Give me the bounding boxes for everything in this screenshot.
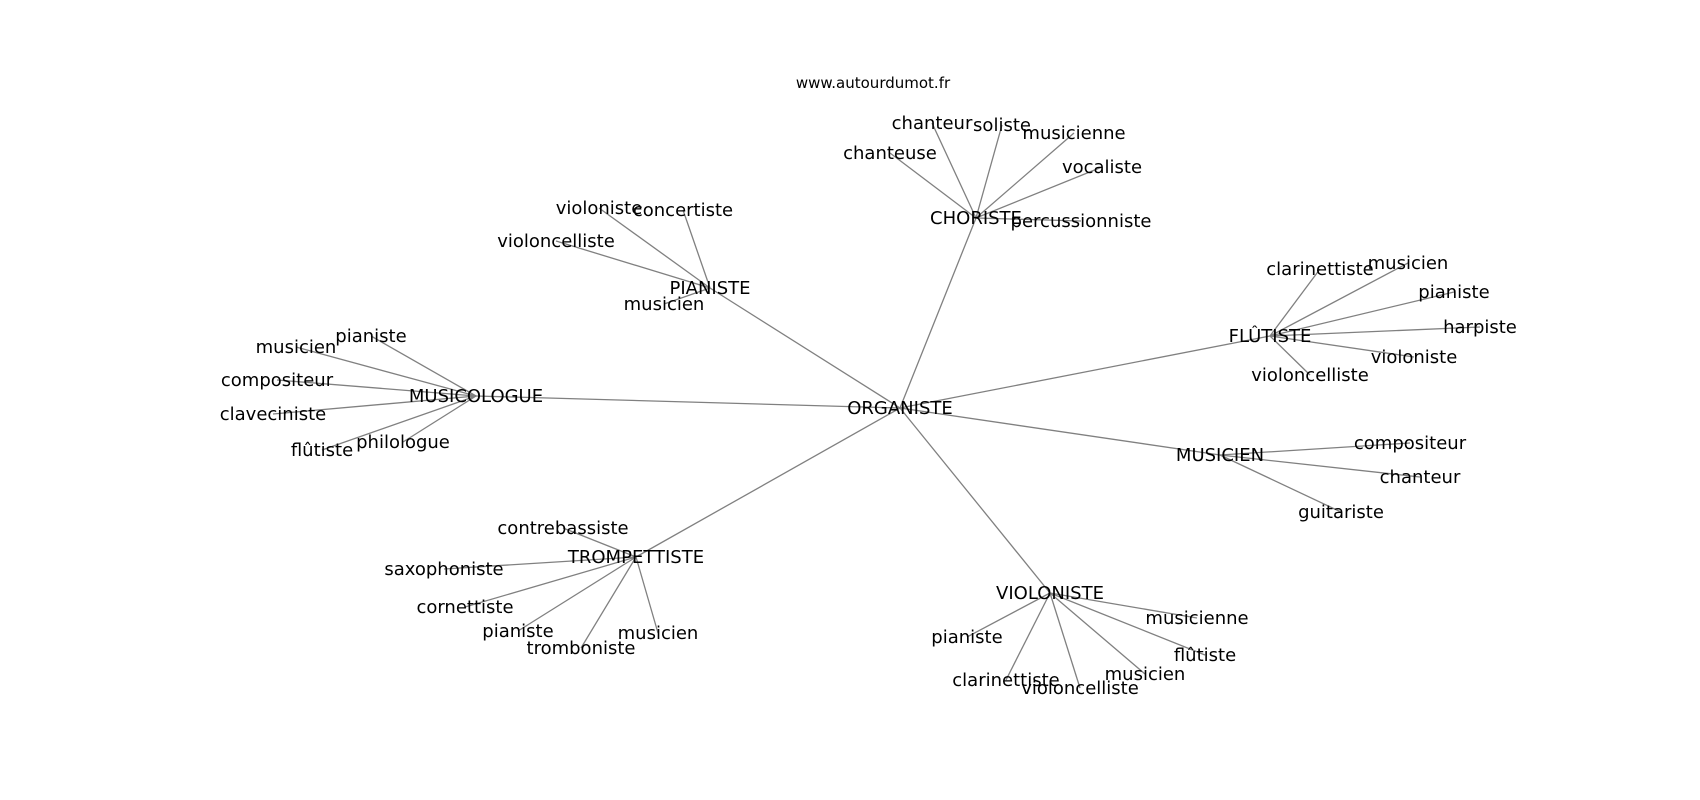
leaf-node-label[interactable]: compositeur [221, 370, 334, 391]
leaf-node-label[interactable]: pianiste [335, 326, 406, 347]
leaf-node-label[interactable]: flûtiste [1174, 645, 1236, 666]
edge-center-hub [899, 335, 1271, 409]
edge-hub-leaf [975, 166, 1103, 219]
leaf-node-label[interactable]: violoncelliste [497, 231, 615, 252]
leaf-node-label[interactable]: musicien [256, 337, 337, 358]
hub-node-label[interactable]: PIANISTE [669, 278, 750, 299]
center-node-label[interactable]: ORGANISTE [847, 398, 953, 419]
edge-hub-leaf [295, 346, 477, 397]
leaf-node-label[interactable]: clarinettiste [1266, 259, 1373, 280]
edge-hub-leaf [276, 379, 477, 397]
edge-hub-leaf [1049, 592, 1206, 656]
leaf-node-label[interactable]: chanteur [1380, 467, 1461, 488]
leaf-node-label[interactable]: guitariste [1298, 502, 1384, 523]
edge-hub-leaf [1219, 442, 1411, 456]
leaf-node-label[interactable]: musicienne [1145, 608, 1248, 629]
edge-hub-leaf [562, 527, 637, 558]
edge-hub-leaf [889, 152, 977, 219]
hub-node-label[interactable]: TROMPETTISTE [567, 547, 704, 568]
leaf-node-label[interactable]: percussionniste [1011, 211, 1152, 232]
hub-node-label[interactable]: VIOLONISTE [996, 583, 1104, 604]
edge-hub-leaf [1269, 335, 1311, 376]
edge-hub-leaf [517, 556, 637, 632]
leaf-node-label[interactable]: harpiste [1443, 317, 1517, 338]
leaf-node-label[interactable]: vocaliste [1062, 157, 1142, 178]
edge-hub-leaf [1049, 592, 1081, 689]
edge-hub-leaf [1269, 268, 1321, 337]
hub-node-label[interactable]: FLÛTISTE [1229, 325, 1312, 347]
leaf-node-label[interactable]: clarinettiste [952, 670, 1059, 691]
edge-hub-leaf [1269, 262, 1409, 337]
edge-hub-leaf [598, 207, 711, 289]
edge-hub-leaf [1269, 291, 1455, 337]
edge-center-hub [899, 217, 977, 409]
edge-hub-leaf [975, 124, 1003, 219]
leaf-node-label[interactable]: violoncelliste [1251, 365, 1369, 386]
edge-hub-leaf [966, 592, 1051, 638]
leaf-node-label[interactable]: violoniste [556, 198, 643, 219]
leaf-node-label[interactable]: compositeur [1354, 433, 1467, 454]
edge-hub-leaf [682, 209, 711, 289]
leaf-node-label[interactable]: cornettiste [416, 597, 513, 618]
leaf-node-label[interactable]: claveciniste [220, 404, 326, 425]
edge-hub-leaf [1049, 592, 1198, 619]
edge-center-hub [899, 407, 1221, 456]
leaf-node-label[interactable]: pianiste [1418, 282, 1489, 303]
edge-hub-leaf [975, 132, 1075, 219]
leaf-node-label[interactable]: musicien [1105, 664, 1186, 685]
leaf-node-label[interactable]: flûtiste [291, 440, 353, 461]
edge-hub-leaf [464, 556, 637, 608]
edge-hub-leaf [443, 556, 637, 570]
edge-center-hub [475, 395, 901, 409]
leaf-node-label[interactable]: contrebassiste [497, 518, 628, 539]
edge-hub-leaf [931, 122, 977, 219]
leaf-node-label[interactable]: concertiste [633, 200, 733, 221]
leaf-node-label[interactable]: philologue [356, 432, 450, 453]
edge-hub-leaf [272, 395, 477, 415]
edge-hub-leaf [370, 335, 477, 397]
leaf-node-label[interactable]: pianiste [931, 627, 1002, 648]
edge-hub-leaf [321, 395, 477, 451]
hub-node-label[interactable]: MUSICOLOGUE [409, 386, 543, 407]
edge-hub-leaf [635, 556, 659, 634]
leaf-node-label[interactable]: chanteuse [843, 143, 937, 164]
leaf-node-label[interactable]: pianiste [482, 621, 553, 642]
leaf-node-label[interactable]: violoncelliste [1021, 678, 1139, 699]
edge-hub-leaf [1269, 326, 1481, 337]
edge-hub-leaf [1049, 592, 1146, 675]
leaf-node-label[interactable]: chanteur [892, 113, 973, 134]
leaf-node-label[interactable]: violoniste [1371, 347, 1458, 368]
leaf-node-label[interactable]: musicien [624, 294, 705, 315]
leaf-node-label[interactable]: saxophoniste [384, 559, 503, 580]
edge-hub-leaf [1005, 592, 1051, 681]
edge-hub-leaf [1269, 335, 1415, 358]
watermark-text: www.autourdumot.fr [796, 74, 951, 92]
edge-center-hub [635, 407, 901, 558]
edge-hub-leaf [1219, 454, 1342, 513]
graph-edges [272, 122, 1481, 689]
hub-node-label[interactable]: MUSICIEN [1176, 445, 1264, 466]
leaf-node-label[interactable]: musicien [618, 623, 699, 644]
edge-hub-leaf [402, 395, 477, 443]
leaf-node-label[interactable]: musicienne [1022, 123, 1125, 144]
hub-node-label[interactable]: CHORISTE [930, 208, 1022, 229]
edge-hub-leaf [663, 287, 711, 305]
edge-hub-leaf [1219, 454, 1421, 478]
edge-center-hub [899, 407, 1051, 594]
edge-hub-leaf [580, 556, 637, 649]
leaf-node-label[interactable]: tromboniste [527, 638, 636, 659]
edge-hub-leaf [975, 217, 1082, 222]
edge-hub-leaf [555, 240, 711, 289]
leaf-node-label[interactable]: soliste [973, 115, 1031, 136]
edge-center-hub [709, 287, 901, 409]
leaf-node-label[interactable]: musicien [1368, 253, 1449, 274]
